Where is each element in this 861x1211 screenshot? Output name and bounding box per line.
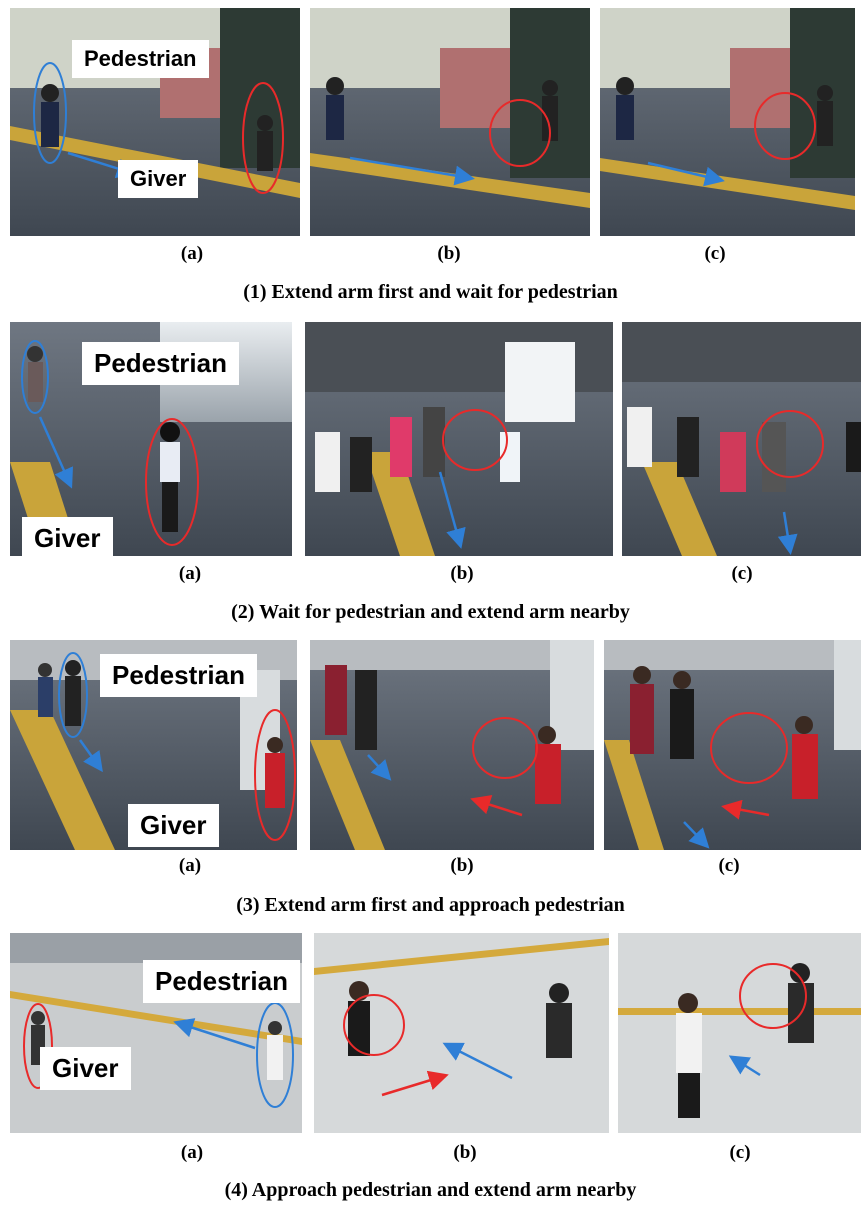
caption-c: (c) [718,855,740,876]
giver-direction-arrow [470,795,523,817]
row2-panel-c [622,322,861,556]
walk-direction-arrow [647,161,725,187]
row2-title: (2) Wait for pedestrian and extend arm n… [231,601,630,623]
giver-label: Giver [40,1047,131,1090]
caption-a: (a) [178,563,202,584]
pedestrian-label: Pedestrian [100,654,257,697]
walk-direction-arrow [349,156,475,186]
row1-title: (1) Extend arm first and wait for pedest… [243,281,618,303]
walk-direction-arrow [173,1018,256,1050]
caption-b: (b) [450,563,474,584]
walk-direction-arrow [38,416,73,489]
handover-ellipse [343,994,405,1056]
giver-ellipse [242,82,284,194]
caption-a: (a) [180,1142,204,1163]
walk-direction-arrow [683,821,710,849]
caption-c: (c) [704,243,726,264]
row1-panel-c [600,8,855,236]
giver-direction-arrow [721,799,770,820]
handover-ellipse [754,92,816,160]
caption-b: (b) [437,243,461,264]
row3-panel-b [310,640,594,850]
pedestrian-label: Pedestrian [72,40,209,78]
caption-c: (c) [731,563,753,584]
handover-ellipse [489,99,551,167]
giver-ellipse [254,709,296,841]
giver-label: Giver [128,804,219,847]
handover-ellipse [442,409,508,471]
caption-b: (b) [450,855,474,876]
pedestrian-label: Pedestrian [82,342,239,385]
walk-direction-arrow [442,1042,513,1080]
pedestrian-ellipse [21,340,49,414]
caption-a: (a) [178,855,202,876]
pedestrian-ellipse [256,1002,294,1108]
pedestrian-label: Pedestrian [143,960,300,1003]
handover-ellipse [739,963,807,1029]
handover-ellipse [472,717,538,779]
caption-c: (c) [729,1142,751,1163]
row3-panel-c [604,640,861,850]
giver-direction-arrow [381,1070,449,1097]
walk-direction-arrow [777,511,798,555]
giver-label: Giver [22,517,113,560]
handover-ellipse [710,712,788,784]
pedestrian-ellipse [58,652,88,738]
handover-ellipse [756,410,824,478]
pedestrian-ellipse [33,62,67,164]
row2-panel-b [305,322,613,556]
row4-panel-b [314,933,609,1133]
walk-direction-arrow [367,754,392,781]
row3-title: (3) Extend arm first and approach pedest… [236,894,625,916]
giver-ellipse [23,1003,53,1089]
giver-label: Giver [118,160,199,198]
walk-direction-arrow [438,471,466,549]
walk-direction-arrow [728,1055,761,1077]
caption-b: (b) [453,1142,477,1163]
row1-panel-b [310,8,590,236]
caption-a: (a) [180,243,204,264]
walk-direction-arrow [78,739,103,773]
row4-panel-c [618,933,861,1133]
giver-ellipse [145,418,199,546]
row4-title: (4) Approach pedestrian and extend arm n… [224,1179,637,1201]
